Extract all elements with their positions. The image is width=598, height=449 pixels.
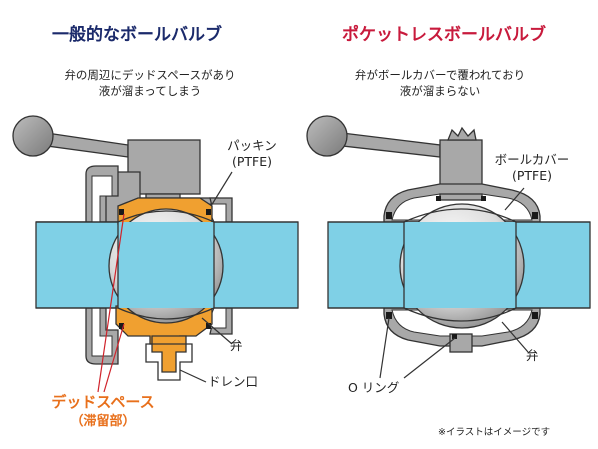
left-valve-label: 弁 (230, 338, 243, 353)
left-leaders (97, 171, 233, 393)
right-cover-label-line-2: (PTFE) (511, 168, 552, 183)
left-deadspace-label-line-2: （滞留部） (70, 414, 136, 429)
left-description: 弁の周辺にデッドスペースがあり 液が溜まってしまう (50, 67, 250, 99)
left-description-line-2: 液が溜まってしまう (98, 84, 202, 98)
right-title: ポケットレスボールバルブ (342, 25, 546, 45)
illustration-note: ※イラストはイメージです (438, 427, 551, 438)
right-leaders (379, 187, 529, 379)
right-description-line-1: 弁がボールカバーで覆われており (354, 68, 526, 82)
right-description-line-2: 液が溜まらない (399, 84, 481, 98)
left-packing-label-line-2: (PTFE) (231, 154, 272, 169)
left-drain-label: ドレン口 (208, 374, 259, 389)
left-packing-label: パッキン (PTFE) (212, 138, 292, 170)
left-deadspace-label-line-1: デッドスペース (51, 393, 155, 411)
left-title: 一般的なボールバルブ (52, 25, 222, 45)
right-valve (306, 115, 591, 353)
left-deadspace-label: デッドスペース （滞留部） (28, 392, 178, 432)
left-valve (12, 115, 299, 381)
right-valve-label: 弁 (526, 348, 539, 363)
right-cover-label-line-1: ボールカバー (494, 152, 570, 167)
right-oring-label: O リング (348, 380, 400, 395)
right-description: 弁がボールカバーで覆われており 液が溜まらない (340, 67, 540, 99)
right-oring (386, 212, 392, 219)
right-handle-knob (306, 115, 348, 157)
left-drain-port (151, 335, 187, 373)
left-packing-label-line-1: パッキン (227, 138, 277, 153)
right-cover-label: ボールカバー (PTFE) (484, 152, 580, 184)
left-handle-knob (12, 115, 54, 157)
right-handle-lever (333, 131, 441, 158)
left-description-line-1: 弁の周辺にデッドスペースがあり (64, 68, 236, 82)
